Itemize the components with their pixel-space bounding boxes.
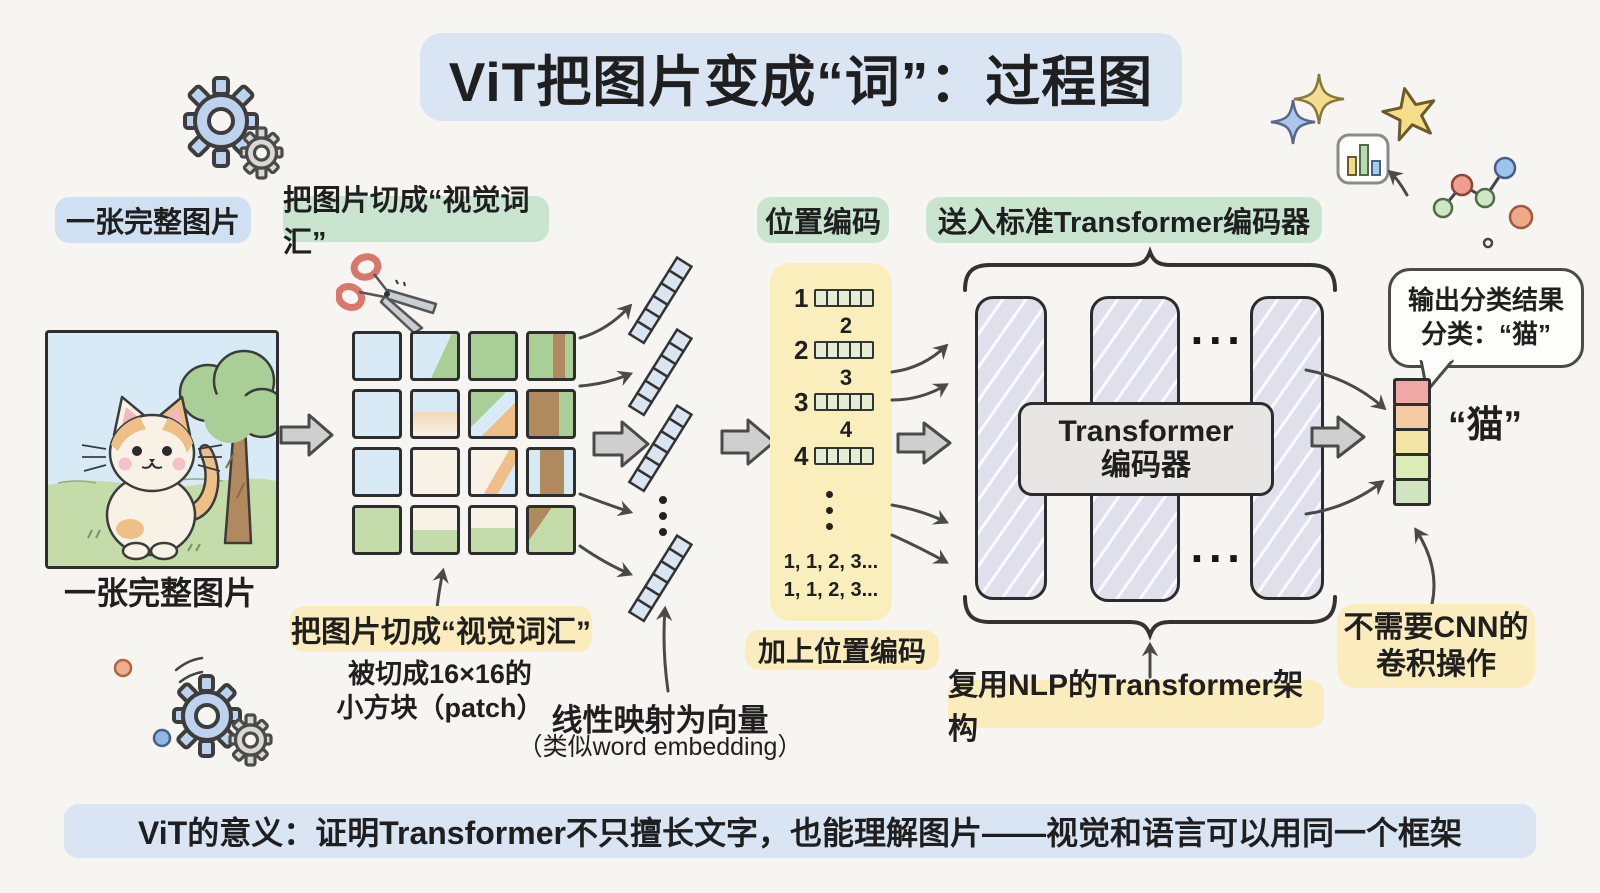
position-number-above: 3 (839, 365, 853, 390)
no-cnn-line1: 不需要CNN的 (1343, 610, 1529, 644)
encoder-badge: 复用NLP的Transformer架构 (948, 669, 1324, 746)
bar-cell (1393, 453, 1431, 481)
patch-cell (468, 389, 518, 439)
footer-summary: ViT的意义：证明Transformer不只擅长文字，也能理解图片——视觉和语言… (64, 804, 1536, 858)
patch-cell (526, 447, 576, 497)
image-caption: 一张完整图片 (63, 575, 256, 611)
patch-cell (352, 389, 402, 439)
bar-cell (1393, 478, 1431, 506)
stage-label-position-encoding: 位置编码 (757, 197, 889, 243)
patch-badge: 把图片切成“视觉词汇” (290, 606, 592, 652)
patch-cell (410, 447, 460, 497)
sparkle-icon (1293, 73, 1345, 125)
decor-top-right (1270, 73, 1534, 249)
patch-vector-strips (627, 255, 694, 623)
arrows-to-output (1304, 368, 1387, 516)
position-sequence-text: 1, 1, 2, 3... (783, 551, 879, 573)
vertical-ellipsis (826, 491, 833, 530)
position-number-above: 2 (839, 313, 853, 338)
encoder-ellipsis: ··· (1190, 532, 1246, 584)
encoder-label-box: Transformer 编码器 (1018, 402, 1274, 496)
patch-cell (410, 505, 460, 555)
no-cnn-line2: 卷积操作 (1376, 648, 1496, 681)
position-vector (814, 289, 874, 307)
encoder-label-line2: 编码器 (1101, 449, 1191, 482)
patch-note-line2: 小方块（patch） (336, 693, 544, 723)
position-encoding-panel: 1 2 2 3 3 4 4 1, 1, 2, 3... 1, 1, 2, 3..… (770, 263, 892, 621)
decor-bottom-left (113, 656, 273, 767)
patch-cell (410, 389, 460, 439)
bar-cell (1393, 378, 1431, 406)
position-vector (814, 447, 874, 465)
curved-arrow-icon (1387, 169, 1409, 197)
patch-cell (352, 447, 402, 497)
encoder-label-line1: Transformer (1058, 414, 1234, 448)
cat-illustration (48, 333, 276, 566)
position-vector (814, 341, 874, 359)
patch-cell (468, 447, 518, 497)
node-graph-icon (1432, 156, 1534, 249)
speech-bubble: 输出分类结果 分类：“猫” (1388, 268, 1584, 368)
dot-icon (113, 658, 133, 678)
gear-icon (228, 713, 273, 767)
position-index: 4 (794, 441, 809, 471)
page-title: ViT把图片变成“词”：过程图 (420, 33, 1182, 121)
patch-cell (468, 505, 518, 555)
star-icon (1381, 87, 1436, 142)
patch-cell (526, 331, 576, 381)
patch-cell (352, 505, 402, 555)
position-index: 2 (794, 335, 809, 365)
stage-label-cut-patches: 把图片切成“视觉词汇” (283, 185, 549, 259)
bar-chart-icon (1336, 133, 1390, 185)
arrow-up-icon (432, 567, 449, 610)
projection-title: 线性映射为向量 (551, 703, 769, 738)
arrow-right-icon (592, 420, 650, 468)
bar-cell (1393, 428, 1431, 456)
patch-cell (468, 331, 518, 381)
projection-subtitle: （类似word embedding） (517, 733, 803, 761)
patch-cell (410, 331, 460, 381)
cat-picture (45, 330, 279, 569)
sparkle-icon (1270, 99, 1316, 145)
encoder-ellipsis: ··· (1190, 314, 1246, 366)
dot-icon (152, 728, 172, 748)
arrow-right-icon (1310, 415, 1366, 459)
patch-note-line1: 被切成16×16的 (348, 659, 532, 689)
position-index: 3 (794, 387, 809, 417)
position-number-above: 4 (839, 417, 853, 442)
bubble-line2: 分类：“猫” (1420, 319, 1551, 349)
arrow-up-icon (1414, 527, 1436, 606)
patch-cell (526, 389, 576, 439)
patch-vectors (578, 255, 776, 623)
motion-lines (174, 656, 204, 684)
arrow-right-icon (279, 413, 334, 457)
position-index: 1 (794, 283, 809, 313)
arrow-up-icon (655, 605, 673, 693)
patch-grid (352, 331, 576, 555)
patch-cell (526, 505, 576, 555)
bubble-line1: 输出分类结果 (1407, 285, 1564, 316)
gear-icon (183, 76, 284, 180)
arrow-right-icon (896, 421, 952, 465)
no-cnn-badge: 不需要CNN的 卷积操作 (1337, 604, 1535, 688)
stage-label-full-image: 一张完整图片 (55, 197, 251, 243)
stage-label-transformer: 送入标准Transformer编码器 (926, 197, 1322, 243)
scissors-icon (336, 253, 438, 335)
patch-cell (352, 331, 402, 381)
output-logit-bar (1393, 378, 1431, 506)
position-badge: 加上位置编码 (745, 630, 939, 670)
position-vector (814, 393, 874, 411)
arrows-to-encoder (890, 343, 952, 564)
arrow-right-icon (720, 418, 776, 466)
bar-cell (1393, 403, 1431, 431)
class-label: “猫” (1448, 404, 1522, 445)
encoder-braces (963, 246, 1337, 679)
position-sequence-text: 1, 1, 2, 3... (783, 579, 879, 601)
